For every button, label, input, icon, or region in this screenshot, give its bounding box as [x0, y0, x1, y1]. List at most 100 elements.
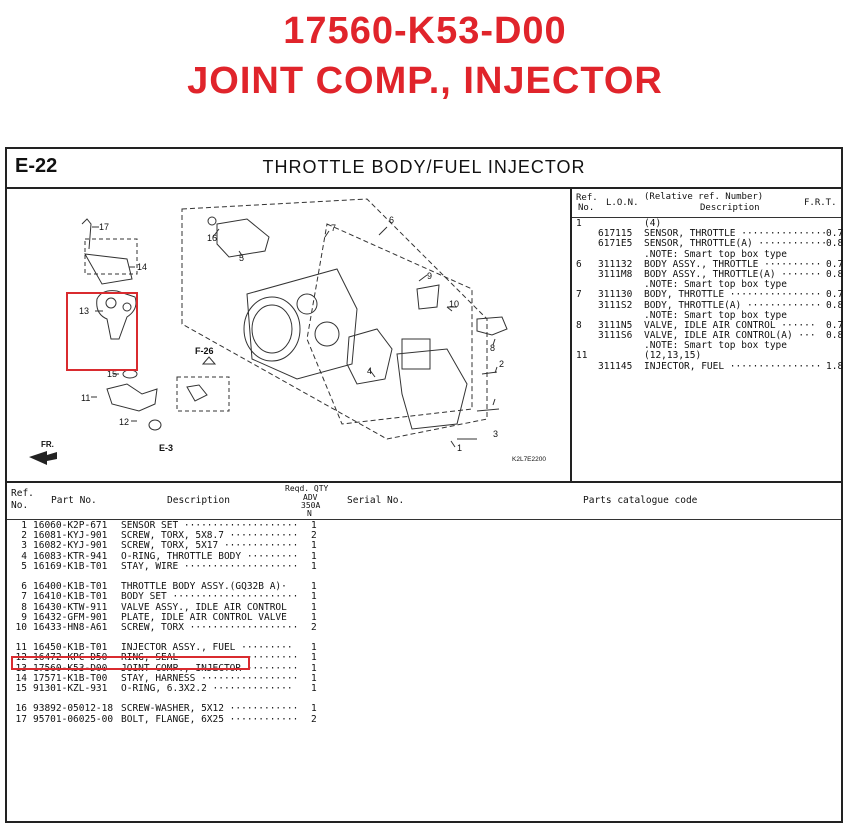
iacv-8 — [476, 316, 508, 336]
callout-13: 13 — [79, 306, 89, 316]
reference-row: 11(12,13,15) — [572, 351, 841, 361]
part-description: SENSOR SET ···················· — [121, 520, 299, 531]
drawing-code: K2L7E2200 — [512, 456, 546, 463]
part-ref: 7 — [21, 591, 27, 603]
part-part-no: 16410-K1B-T01 — [33, 591, 108, 603]
reference-ref: 6 — [576, 258, 582, 270]
body-set-outline — [306, 223, 473, 425]
part-description: O-RING, THROTTLE BODY ········· — [121, 550, 299, 562]
callout-7: 7 — [331, 223, 336, 233]
reference-lon: 311130 — [598, 289, 633, 301]
part-description: SCREW-WASHER, 5X12 ············ — [121, 703, 299, 715]
reference-frt: 0.7 — [826, 289, 844, 301]
part-ref: 6 — [21, 581, 27, 593]
pl-header-serial: Serial No. — [347, 495, 405, 506]
part-description: BOLT, FLANGE, 6X25 ············ — [121, 713, 299, 725]
part-ref: 15 — [15, 683, 27, 694]
reference-panel: Ref. No. L.O.N. (Relative ref. Number) D… — [572, 189, 844, 481]
throttle-bore — [243, 296, 301, 362]
ref-front: FR. — [41, 440, 54, 449]
sensor-connector — [401, 338, 431, 370]
part-qty: 2 — [311, 530, 317, 542]
part-part-no: 93892-05012-18 — [33, 703, 114, 715]
reference-frt: 0.8 — [826, 268, 844, 280]
pl-header-catalogue: Parts catalogue code — [583, 495, 698, 506]
reference-desc: .NOTE: Smart top box type — [644, 279, 787, 291]
part-ref: 9 — [21, 611, 27, 623]
part-qty: 1 — [311, 683, 317, 694]
throttle-pulley — [296, 293, 318, 315]
throttle-bore-inner — [251, 304, 293, 354]
callout-9: 9 — [427, 271, 432, 281]
pl-header-ref: Ref. — [11, 488, 34, 499]
reference-lon: 3111S6 — [598, 330, 633, 342]
figure-title-row: E-22 THROTTLE BODY/FUEL INJECTOR — [7, 149, 841, 189]
joint-hole-b — [122, 302, 132, 312]
reference-ref: 8 — [576, 319, 582, 331]
pl-header-n: N — [307, 509, 312, 518]
part-part-no: 16081-KYJ-901 — [33, 530, 108, 542]
callout-2: 2 — [499, 359, 504, 369]
part-qty: 1 — [311, 703, 317, 715]
pl-header-part-no: Part No. — [51, 495, 97, 506]
part-description: BODY SET ······················ — [121, 591, 299, 603]
callout-1: 1 — [457, 443, 462, 453]
stay-group-outline — [84, 238, 138, 275]
rp-header-frt: F.R.T. — [804, 198, 837, 208]
reference-desc: .NOTE: Smart top box type — [644, 340, 787, 352]
part-ref: 16 — [15, 703, 27, 715]
part-qty: 1 — [311, 642, 317, 654]
part-description: INJECTOR ASSY., FUEL ········· — [121, 642, 293, 654]
rp-header-relative: (Relative ref. Number) — [644, 192, 764, 202]
reference-desc: BODY, THROTTLE(A) ············· — [644, 299, 822, 311]
part-qty: 1 — [311, 601, 317, 613]
screws-2-3 — [457, 371, 500, 440]
reference-row: 1(4) — [572, 218, 841, 229]
seal-ring-12 — [148, 419, 162, 431]
callout-14: 14 — [137, 262, 147, 272]
joint-hole-a — [105, 297, 117, 309]
reference-desc: VALVE, IDLE AIR CONTROL ······ — [644, 319, 816, 331]
reference-desc: (4) — [644, 218, 662, 229]
reference-lon: 6171E5 — [598, 238, 633, 250]
throttle-body-group-outline — [181, 198, 488, 440]
reference-frt: 1.8 — [826, 360, 844, 372]
callout-12: 12 — [119, 417, 129, 427]
o-ring-4 — [346, 328, 393, 385]
part-part-no: 16430-KTW-911 — [33, 601, 108, 613]
callout-10: 10 — [449, 299, 459, 309]
part-ref: 2 — [21, 530, 27, 542]
part-part-no: 16169-K1B-T01 — [33, 560, 108, 572]
sensor-1 — [396, 348, 468, 430]
callout-15: 15 — [107, 369, 117, 379]
plate-9 — [416, 284, 440, 310]
reference-desc: BODY ASSY., THROTTLE(A) ······· — [644, 268, 822, 280]
part-number-heading: 17560-K53-D00 — [283, 10, 567, 52]
part-description: VALVE ASSY., IDLE AIR CONTROL — [121, 601, 287, 613]
part-description: O-RING, 6.3X2.2 ·············· — [121, 683, 293, 694]
ref-f26: F-26 — [195, 346, 214, 356]
part-description: SCREW, TORX, 5X17 ············· — [121, 540, 299, 552]
part-ref: 8 — [21, 601, 27, 613]
injector-11 — [106, 383, 158, 412]
part-description: SCREW, TORX, 5X8.7 ············ — [121, 530, 299, 542]
part-description: SCREW, TORX ··················· — [121, 621, 299, 633]
reference-lon: 3111N5 — [598, 319, 633, 331]
part-part-no: 16083-KTR-941 — [33, 550, 108, 562]
part-qty: 1 — [311, 581, 317, 593]
reference-frt: 0.7 — [826, 228, 844, 240]
part-part-no: 16082-KYJ-901 — [33, 540, 108, 552]
product-header: 17560-K53-D00 JOINT COMP., INJECTOR — [0, 0, 850, 108]
callout-4: 4 — [367, 366, 372, 376]
exploded-view-svg: 17 14 13 16 5 7 6 9 10 8 15 11 12 4 2 3 … — [29, 198, 546, 465]
reference-row: .NOTE: Smart top box type — [572, 249, 841, 260]
callout-17: 17 — [99, 222, 109, 232]
